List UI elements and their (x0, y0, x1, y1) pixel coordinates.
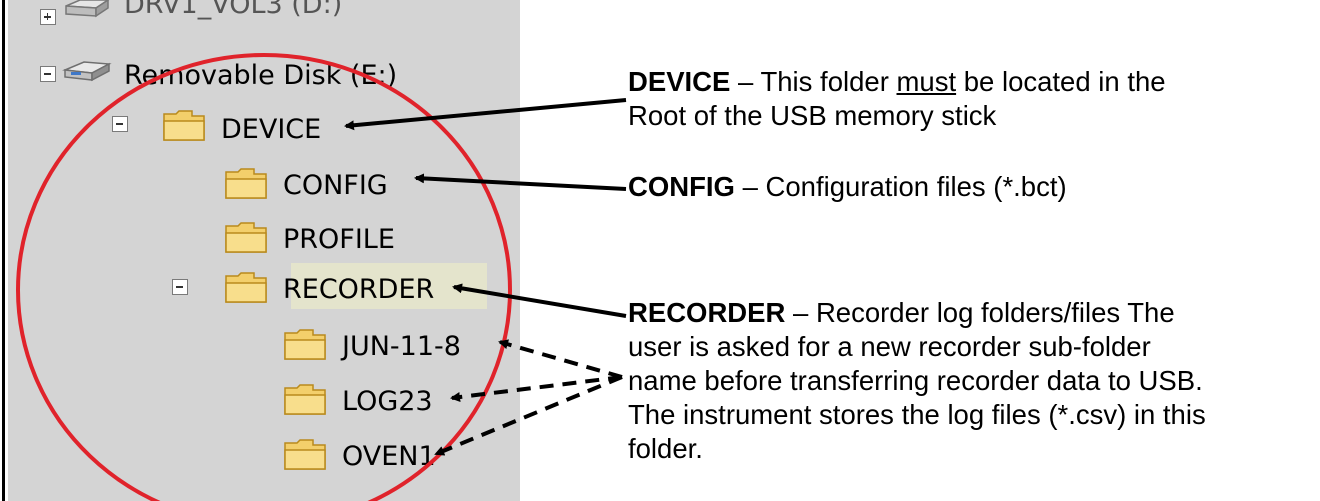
folder-label-recorder[interactable]: RECORDER (283, 274, 435, 305)
folder-icon (225, 222, 267, 253)
folder-icon (163, 110, 205, 141)
annotation-recorder-line3: name before transferring recorder data t… (628, 365, 1203, 397)
folder-icon (225, 272, 267, 303)
folder-tree-panel[interactable]: DRV1_VOL3 (D:) Removable Disk (E:) DEVIC… (8, 0, 520, 501)
hard-drive-icon (65, 0, 110, 18)
folder-label-jun-11-8[interactable]: JUN-11-8 (342, 331, 461, 362)
annotation-device-emphasis: must (896, 66, 957, 97)
drive-d-label[interactable]: DRV1_VOL3 (D:) (124, 0, 343, 20)
annotation-recorder-line2: user is asked for a new recorder sub-fol… (628, 331, 1151, 363)
annotation-device-text: This folder (760, 66, 897, 97)
recorder-collapse-icon[interactable] (172, 279, 188, 295)
folder-label-oven1[interactable]: OVEN1 (342, 441, 436, 472)
folder-icon (284, 439, 326, 470)
annotation-config-title: CONFIG (628, 171, 735, 202)
annotation-config: CONFIG – Configuration files (*.bct) (628, 170, 1067, 204)
folder-icon (225, 168, 267, 199)
window-left-border (2, 0, 5, 501)
annotation-device-dash: – (730, 66, 761, 97)
annotation-recorder-text: – Recorder log folders/files The (785, 297, 1175, 328)
folder-icon (284, 329, 326, 360)
folder-icon (284, 384, 326, 415)
annotation-recorder-line4: The instrument stores the log files (*.c… (628, 399, 1206, 431)
annotation-config-text: – Configuration files (*.bct) (734, 171, 1067, 202)
annotation-device: DEVICE – This folder must be located in … (628, 65, 1166, 133)
annotation-recorder: RECORDER – Recorder log folders/files Th… (628, 296, 1206, 466)
removable-disk-icon (62, 61, 112, 82)
annotation-device-line2: Root of the USB memory stick (628, 100, 997, 132)
annotation-recorder-title: RECORDER (628, 297, 786, 328)
drive-d-expand-icon[interactable] (40, 9, 56, 25)
folder-label-profile[interactable]: PROFILE (283, 224, 395, 255)
annotation-recorder-line5: folder. (628, 433, 703, 465)
drive-e-label[interactable]: Removable Disk (E:) (124, 60, 398, 91)
annotation-device-title: DEVICE (628, 66, 731, 97)
folder-label-log23[interactable]: LOG23 (342, 386, 433, 417)
device-collapse-icon[interactable] (112, 116, 128, 132)
annotation-device-text-after: be located in the (956, 66, 1166, 97)
drive-e-collapse-icon[interactable] (40, 66, 56, 82)
folder-label-device[interactable]: DEVICE (221, 114, 322, 145)
folder-label-config[interactable]: CONFIG (283, 170, 388, 201)
